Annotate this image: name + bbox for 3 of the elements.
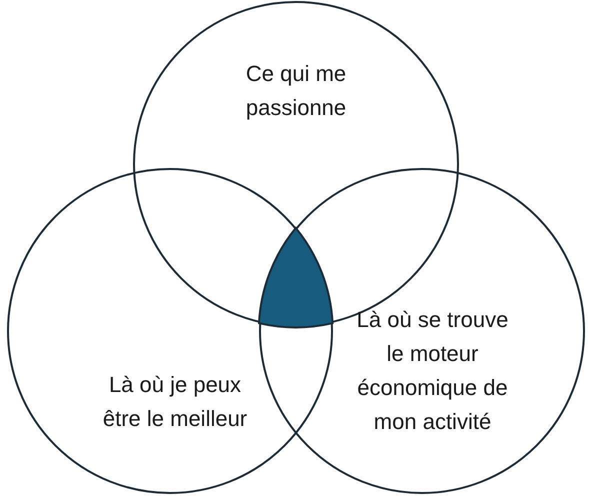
- circle-label: Là où je peux être le meilleur: [102, 371, 248, 433]
- circle-label: Là où se trouve le moteur économique de mon activité: [356, 306, 510, 436]
- circle-label: Ce qui me passionne: [244, 60, 348, 122]
